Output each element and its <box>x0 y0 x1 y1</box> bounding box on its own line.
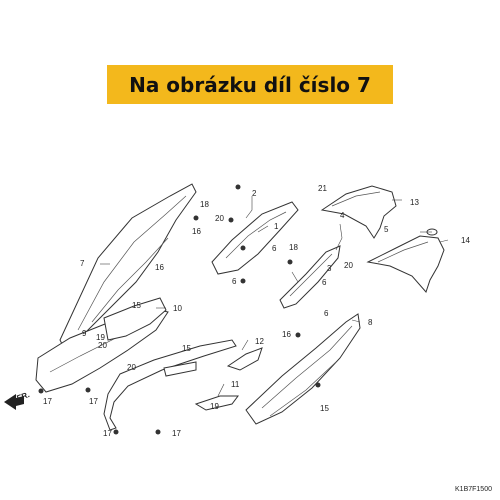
callout-6: 6 <box>232 277 237 286</box>
callout-14: 14 <box>461 236 470 245</box>
bolt-marker <box>155 429 161 435</box>
part-7-inner-line-2 <box>91 237 169 323</box>
part-12-cover[interactable] <box>226 347 263 371</box>
callout-5: 5 <box>384 225 389 234</box>
part-2-inner-line <box>225 211 287 259</box>
leader-line <box>245 196 253 219</box>
part-14-inner-line <box>377 241 429 263</box>
callout-17: 17 <box>172 429 181 438</box>
callout-17: 17 <box>103 429 112 438</box>
lower-trim-strip <box>103 339 237 431</box>
callout-19: 19 <box>96 333 105 342</box>
part-2-center-cover[interactable] <box>211 201 299 275</box>
front-direction-arrow-icon <box>4 394 24 410</box>
callout-1: 1 <box>274 222 279 231</box>
part-8-inner-line-2 <box>269 361 337 417</box>
bolt-marker <box>295 332 301 338</box>
bolt-marker <box>315 382 321 388</box>
bolt-marker <box>193 215 199 221</box>
callout-21: 21 <box>318 184 327 193</box>
callout-16: 16 <box>192 227 201 236</box>
bolt-marker <box>235 184 241 190</box>
callout-7: 7 <box>80 259 85 268</box>
leader-line <box>257 225 269 233</box>
leader-line <box>351 319 361 323</box>
part-13-tail-cover[interactable] <box>320 185 397 239</box>
callout-6: 6 <box>272 244 277 253</box>
leader-line <box>241 339 249 351</box>
bolt-marker <box>113 429 119 435</box>
part-15-bracket <box>163 361 197 377</box>
bolt-marker <box>240 278 246 284</box>
bolt-marker <box>240 245 246 251</box>
callout-3: 3 <box>327 264 332 273</box>
callout-17: 17 <box>43 397 52 406</box>
part-11-cover[interactable] <box>194 395 239 411</box>
callout-15: 15 <box>182 344 191 353</box>
part-8-side-cover[interactable] <box>245 313 361 425</box>
callout-13: 13 <box>410 198 419 207</box>
callout-20: 20 <box>127 363 136 372</box>
callout-12: 12 <box>255 337 264 346</box>
diagram-code: K1B7F1500 <box>455 486 492 493</box>
callout-11: 11 <box>231 380 240 389</box>
banner-text: Na obrázku díl číslo 7 <box>129 72 371 97</box>
callout-10: 10 <box>173 304 182 313</box>
callout-18: 18 <box>289 243 298 252</box>
callout-6: 6 <box>322 278 327 287</box>
bolt-marker <box>287 259 293 265</box>
callout-9: 9 <box>82 329 87 338</box>
leader-line <box>439 239 449 243</box>
direction-label: FR. <box>16 390 31 403</box>
callout-15: 15 <box>132 301 141 310</box>
part-8-inner-line <box>261 325 353 409</box>
leader-line <box>291 271 299 283</box>
part-7-side-cover[interactable] <box>59 183 197 353</box>
callout-20: 20 <box>98 341 107 350</box>
part-14-tail-cover[interactable] <box>366 235 445 293</box>
leader-line <box>335 223 343 251</box>
leader-line <box>217 383 225 397</box>
callout-6: 6 <box>324 309 329 318</box>
callout-19: 19 <box>210 402 219 411</box>
callout-8: 8 <box>368 318 373 327</box>
callout-16: 16 <box>282 330 291 339</box>
callout-4: 4 <box>340 211 345 220</box>
bolt-marker <box>228 217 234 223</box>
callout-20: 20 <box>215 214 224 223</box>
part-number-banner: Na obrázku díl číslo 7 <box>107 65 393 104</box>
callout-16: 16 <box>155 263 164 272</box>
part-10-inner-cover[interactable] <box>103 297 167 341</box>
callout-20: 20 <box>344 261 353 270</box>
part-13-inner-line <box>331 191 381 207</box>
callout-15: 15 <box>320 404 329 413</box>
callout-18: 18 <box>200 200 209 209</box>
part-3-cover[interactable] <box>279 245 341 309</box>
part-7-inner-line <box>77 195 187 331</box>
bolt-marker <box>38 388 44 394</box>
bolt-marker <box>85 387 91 393</box>
callout-17: 17 <box>89 397 98 406</box>
part-3-inner-line <box>289 253 333 297</box>
callout-2: 2 <box>252 189 257 198</box>
